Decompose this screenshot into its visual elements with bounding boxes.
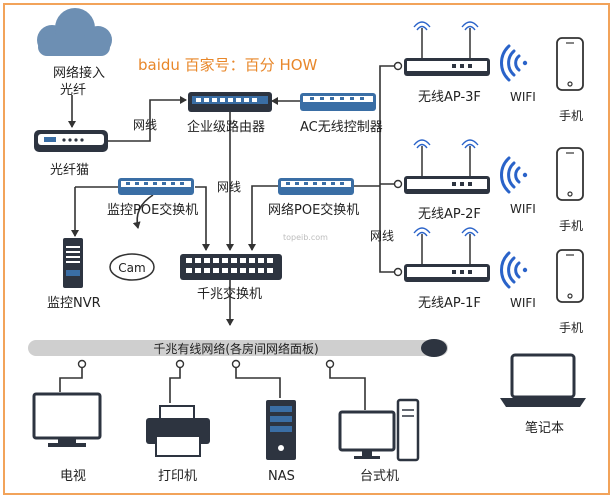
phone-label-3f: 手机 — [559, 109, 583, 123]
wifi-icon-1f — [499, 251, 528, 289]
ap3-label: 无线AP-3F — [418, 90, 481, 105]
nvr-label: 监控NVR — [47, 296, 101, 311]
router-icon — [188, 92, 272, 112]
phone-icon-2f — [556, 147, 584, 201]
port-dots — [77, 61, 403, 369]
internet-label: 网络接入 — [53, 65, 105, 81]
printer-icon — [146, 405, 210, 457]
fiber-label: 光纤 — [60, 83, 86, 98]
phone-icon-1f — [556, 249, 584, 303]
tv-icon — [32, 392, 102, 447]
bus-label: 千兆有线网络(各房间网络面板) — [153, 341, 318, 356]
cam-icon — [109, 253, 155, 281]
nas-label: NAS — [268, 469, 295, 484]
ac-controller-label: AC无线控制器 — [300, 120, 383, 135]
router-label: 企业级路由器 — [187, 119, 265, 135]
wifi-label-3f: WIFI — [510, 90, 536, 104]
watermark-text: baidu 百家号：百分 HOW — [138, 56, 318, 74]
ap1-icon — [404, 227, 490, 282]
modem-label: 光纤猫 — [50, 163, 89, 178]
wifi-label-2f: WIFI — [510, 202, 536, 216]
phone-icon-3f — [556, 37, 584, 91]
bus-end-cap — [421, 339, 447, 357]
poe-monitor-label: 监控POE交换机 — [107, 202, 198, 218]
poe-network-switch-icon — [278, 178, 354, 195]
net-line-label-1: 网线 — [133, 118, 157, 132]
poe-network-label: 网络POE交换机 — [268, 202, 359, 218]
gigabit-switch-label: 千兆交换机 — [197, 286, 262, 302]
ap2-icon — [404, 139, 490, 194]
gigabit-switch-icon — [180, 254, 282, 280]
site-watermark: topeib.com — [283, 233, 328, 242]
net-line-label-2: 网线 — [217, 180, 241, 194]
modem-icon — [34, 130, 108, 152]
phone-label-2f: 手机 — [559, 219, 583, 233]
nvr-icon — [63, 238, 83, 288]
cam-label: Cam — [118, 261, 145, 275]
wifi-icon-2f — [499, 156, 528, 194]
cloud-icon — [37, 8, 112, 56]
poe-monitor-switch-icon — [118, 178, 194, 195]
ap1-label: 无线AP-1F — [418, 296, 481, 311]
printer-label: 打印机 — [158, 469, 197, 484]
phone-label-1f: 手机 — [559, 321, 583, 335]
ap3-icon — [404, 21, 490, 76]
laptop-label: 笔记本 — [525, 420, 564, 436]
tv-label: 电视 — [60, 469, 86, 484]
connection-lines — [59, 65, 398, 410]
ap2-label: 无线AP-2F — [418, 207, 481, 222]
nas-icon — [266, 400, 296, 460]
network-bus-bar — [28, 340, 448, 356]
desktop-label: 台式机 — [360, 469, 399, 484]
desktop-icon — [338, 398, 420, 462]
diagram-frame — [3, 3, 610, 495]
laptop-icon — [500, 353, 586, 407]
wifi-icon-3f — [499, 44, 528, 82]
wifi-label-1f: WIFI — [510, 296, 536, 310]
net-line-label-3: 网线 — [370, 229, 394, 243]
ac-controller-icon — [300, 93, 376, 111]
